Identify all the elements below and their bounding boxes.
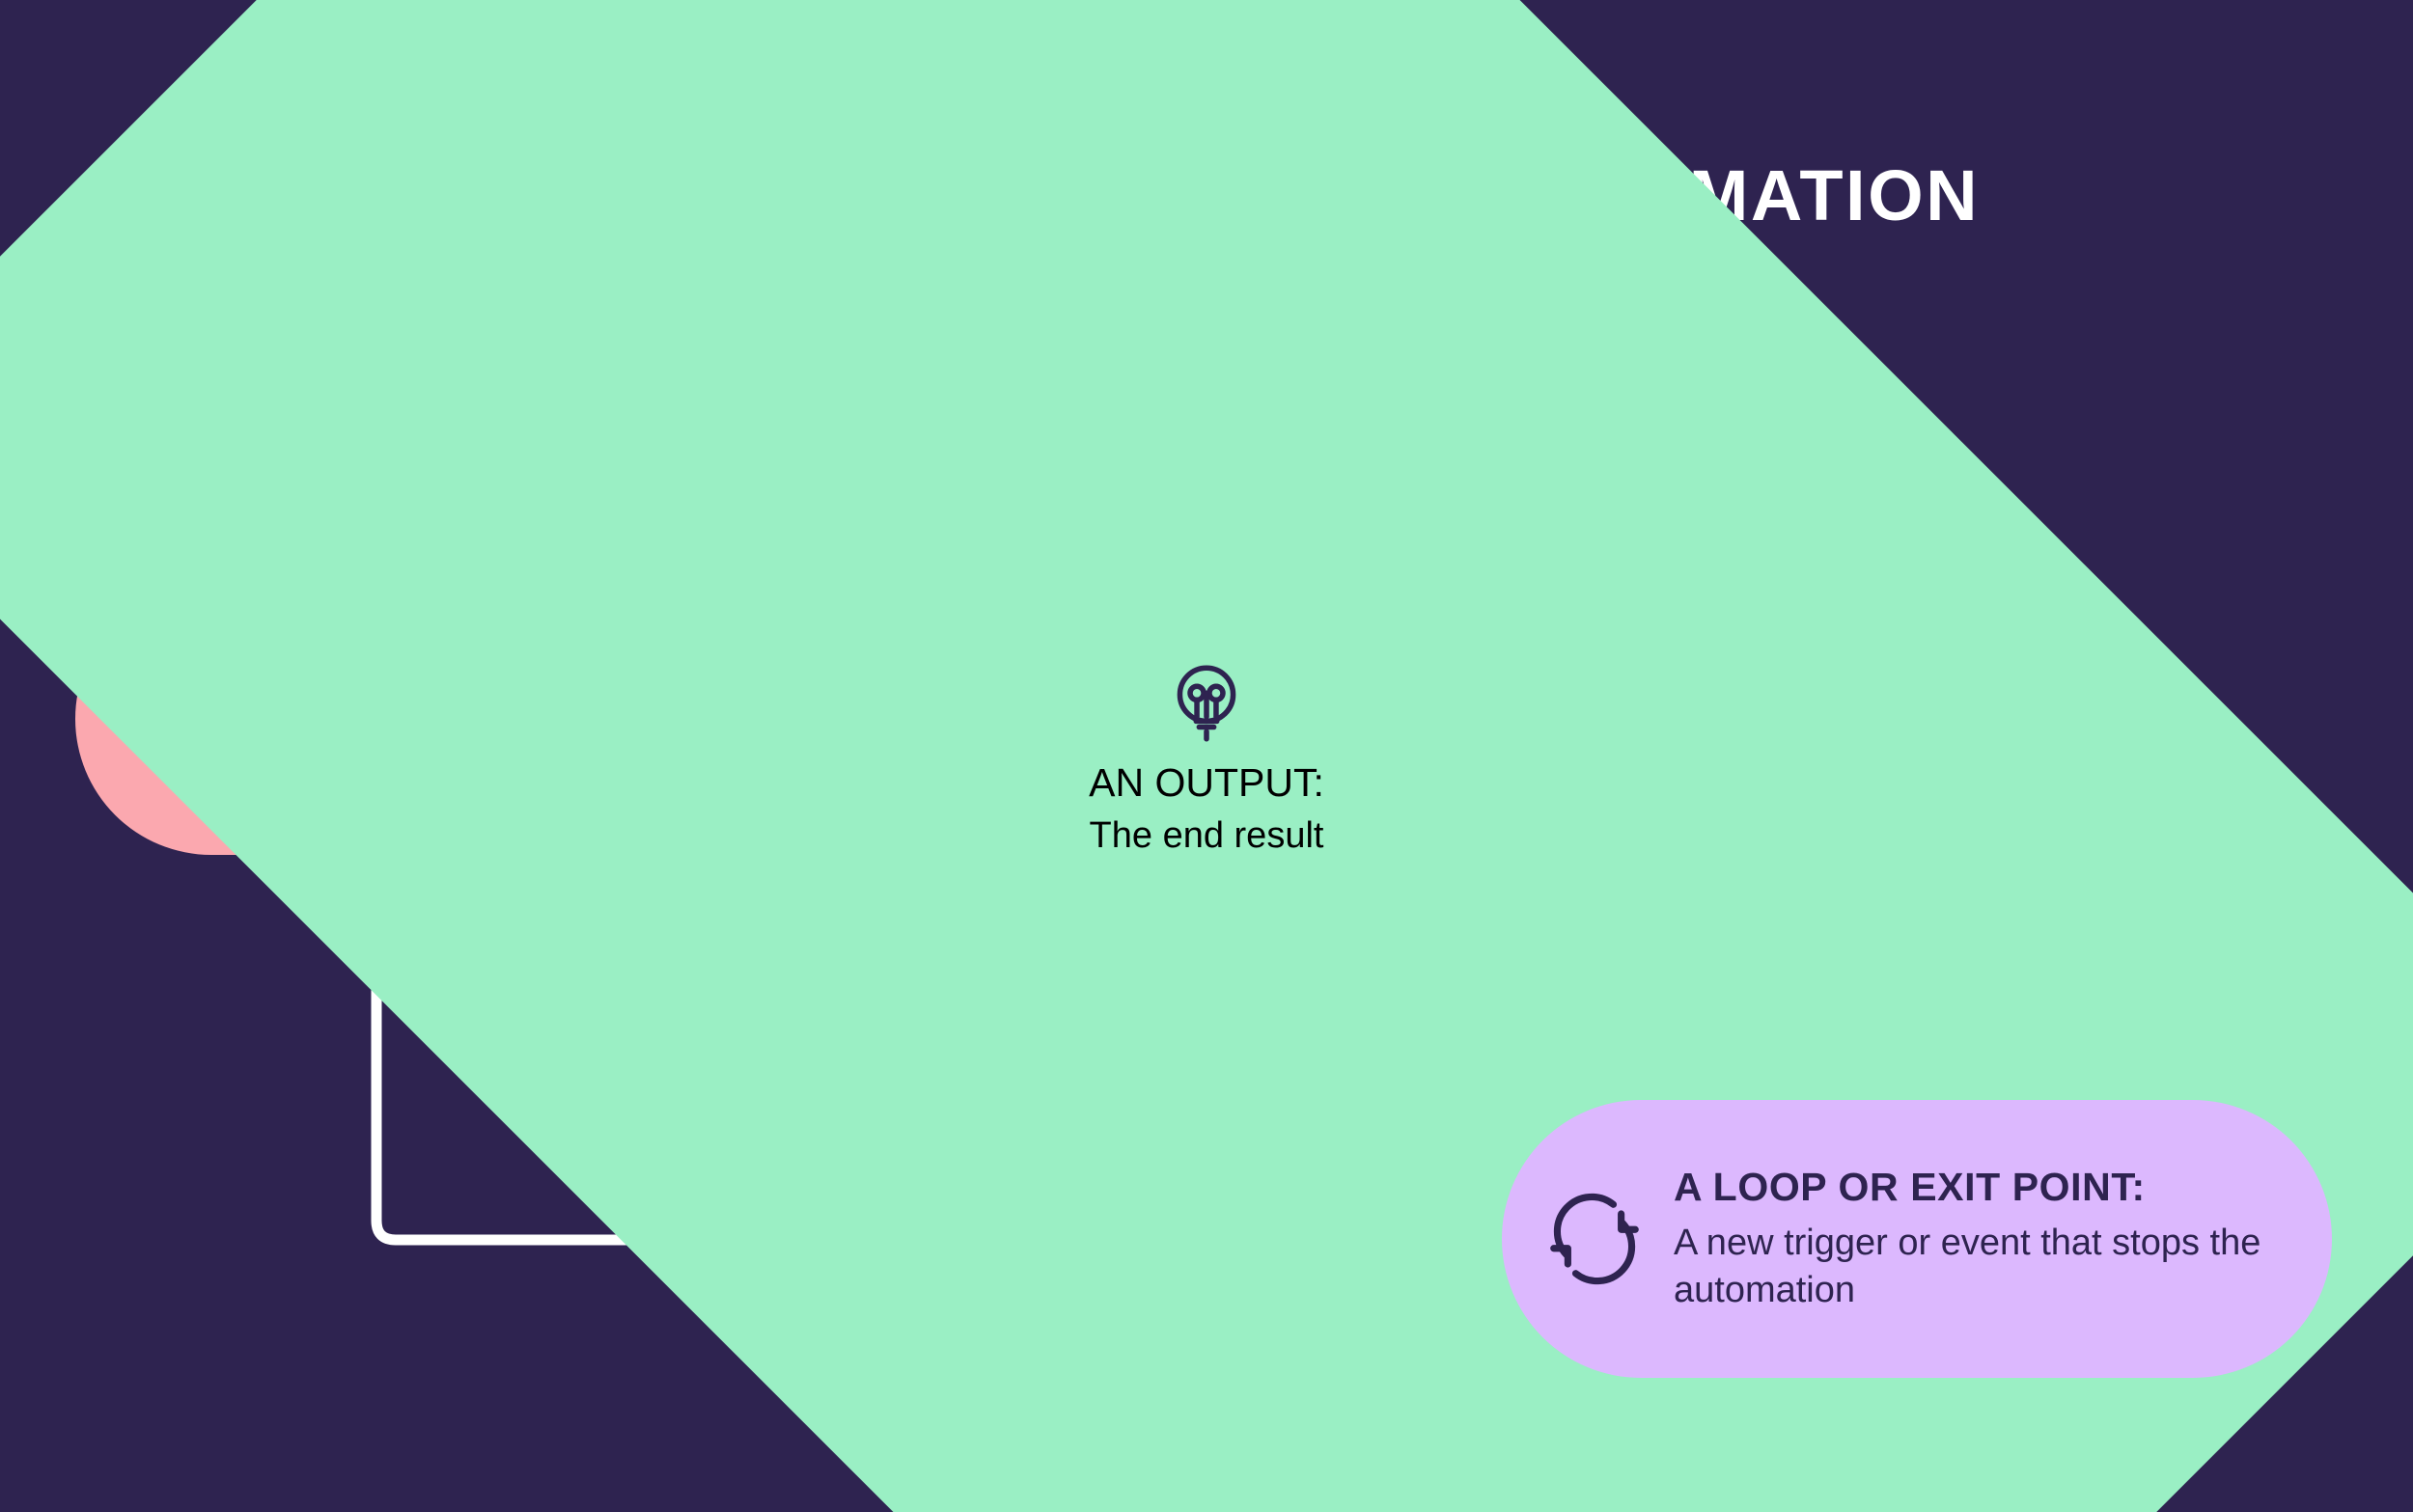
lightbulb-icon xyxy=(1159,656,1254,751)
output-body: The end result xyxy=(1089,814,1324,856)
refresh-cycle-icon xyxy=(1544,1189,1645,1289)
loop-heading: A LOOP OR EXIT POINT: xyxy=(1674,1164,2146,1209)
node-loop-exit-point[interactable]: A LOOP OR EXIT POINT: A new trigger or e… xyxy=(1502,1100,2332,1378)
output-heading: AN OUTPUT: xyxy=(1089,759,1324,805)
loop-body: A new trigger or event that stops the au… xyxy=(1674,1222,2261,1310)
